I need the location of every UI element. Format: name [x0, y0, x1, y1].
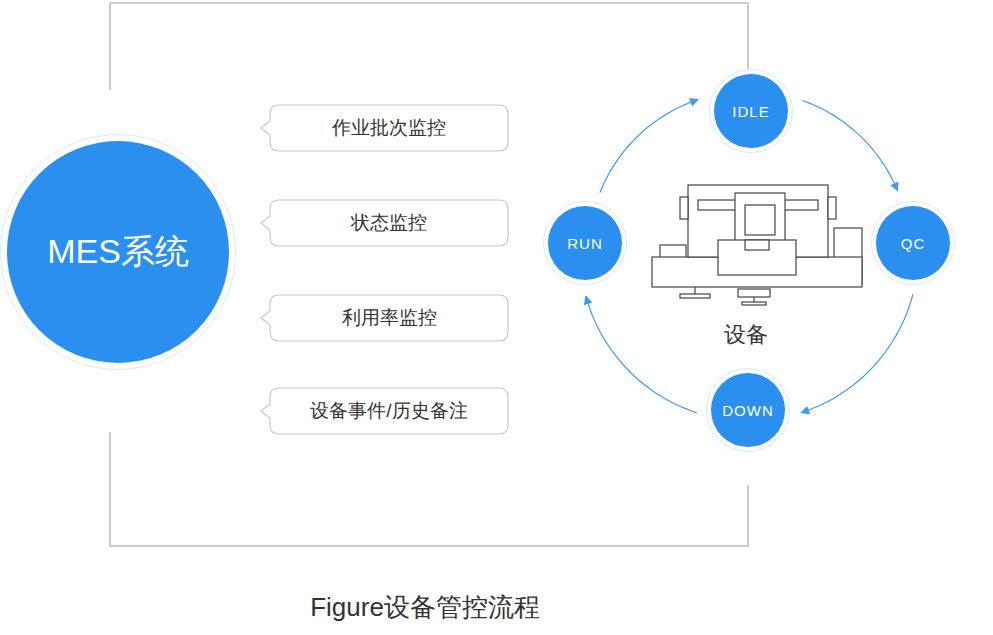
- callout-outline: [261, 388, 508, 434]
- circle-ring: [710, 70, 793, 153]
- circle-ring: [707, 369, 790, 452]
- machine-head: [745, 205, 775, 235]
- circle-ring: [544, 202, 627, 285]
- state-circle: IDLE: [709, 69, 793, 153]
- circle-fill: [7, 141, 229, 363]
- state-circle: DOWN: [706, 368, 790, 452]
- machine-table: [718, 240, 796, 275]
- node-text: QC: [901, 235, 926, 252]
- equipment-illustration: [652, 185, 862, 305]
- node-text: 设备事件/历史备注: [310, 398, 467, 424]
- machine-frame: [688, 185, 828, 257]
- callout-outline: [261, 200, 508, 246]
- machine-leg: [694, 287, 695, 294]
- machine-part: [828, 197, 836, 219]
- machine-part: [680, 197, 688, 219]
- node-text: 作业批次监控: [332, 115, 446, 141]
- node-text: MES系统: [47, 229, 189, 275]
- function-callout: 设备事件/历史备注: [270, 388, 508, 434]
- machine-leg: [753, 297, 754, 302]
- state-transition-arrow: [802, 100, 897, 190]
- function-callout: 状态监控: [270, 200, 508, 246]
- circle-ring: [872, 202, 955, 285]
- node-text: 状态监控: [351, 210, 427, 236]
- node-text: IDLE: [732, 103, 769, 120]
- equipment-label: 设备: [724, 320, 768, 350]
- machine-foot: [742, 302, 766, 305]
- circle-ring: [1, 135, 236, 370]
- machine-foot: [680, 294, 710, 298]
- function-callout: 利用率监控: [270, 295, 508, 341]
- machine-head: [735, 193, 785, 241]
- state-circle: QC: [871, 201, 955, 285]
- frame-bottom: [110, 432, 748, 546]
- frame-top: [110, 3, 748, 90]
- function-callout: 作业批次监控: [270, 105, 508, 151]
- circle-fill: [548, 206, 622, 280]
- circle-fill: [876, 206, 950, 280]
- figure-caption: Figure设备管控流程: [0, 590, 850, 625]
- circle-fill: [714, 74, 788, 148]
- node-text: DOWN: [722, 402, 774, 419]
- node-text: RUN: [567, 235, 603, 252]
- circle-fill: [711, 373, 785, 447]
- state-circle: RUN: [543, 201, 627, 285]
- machine-foot: [738, 289, 770, 297]
- state-transition-arrow: [586, 296, 697, 413]
- state-transition-arrow: [600, 99, 698, 192]
- machine-part: [745, 240, 769, 250]
- system-circle: MES系统: [0, 134, 236, 370]
- node-text: 利用率监控: [342, 305, 437, 331]
- callout-outline: [261, 105, 508, 151]
- callout-outline: [261, 295, 508, 341]
- state-transition-arrow: [801, 294, 913, 412]
